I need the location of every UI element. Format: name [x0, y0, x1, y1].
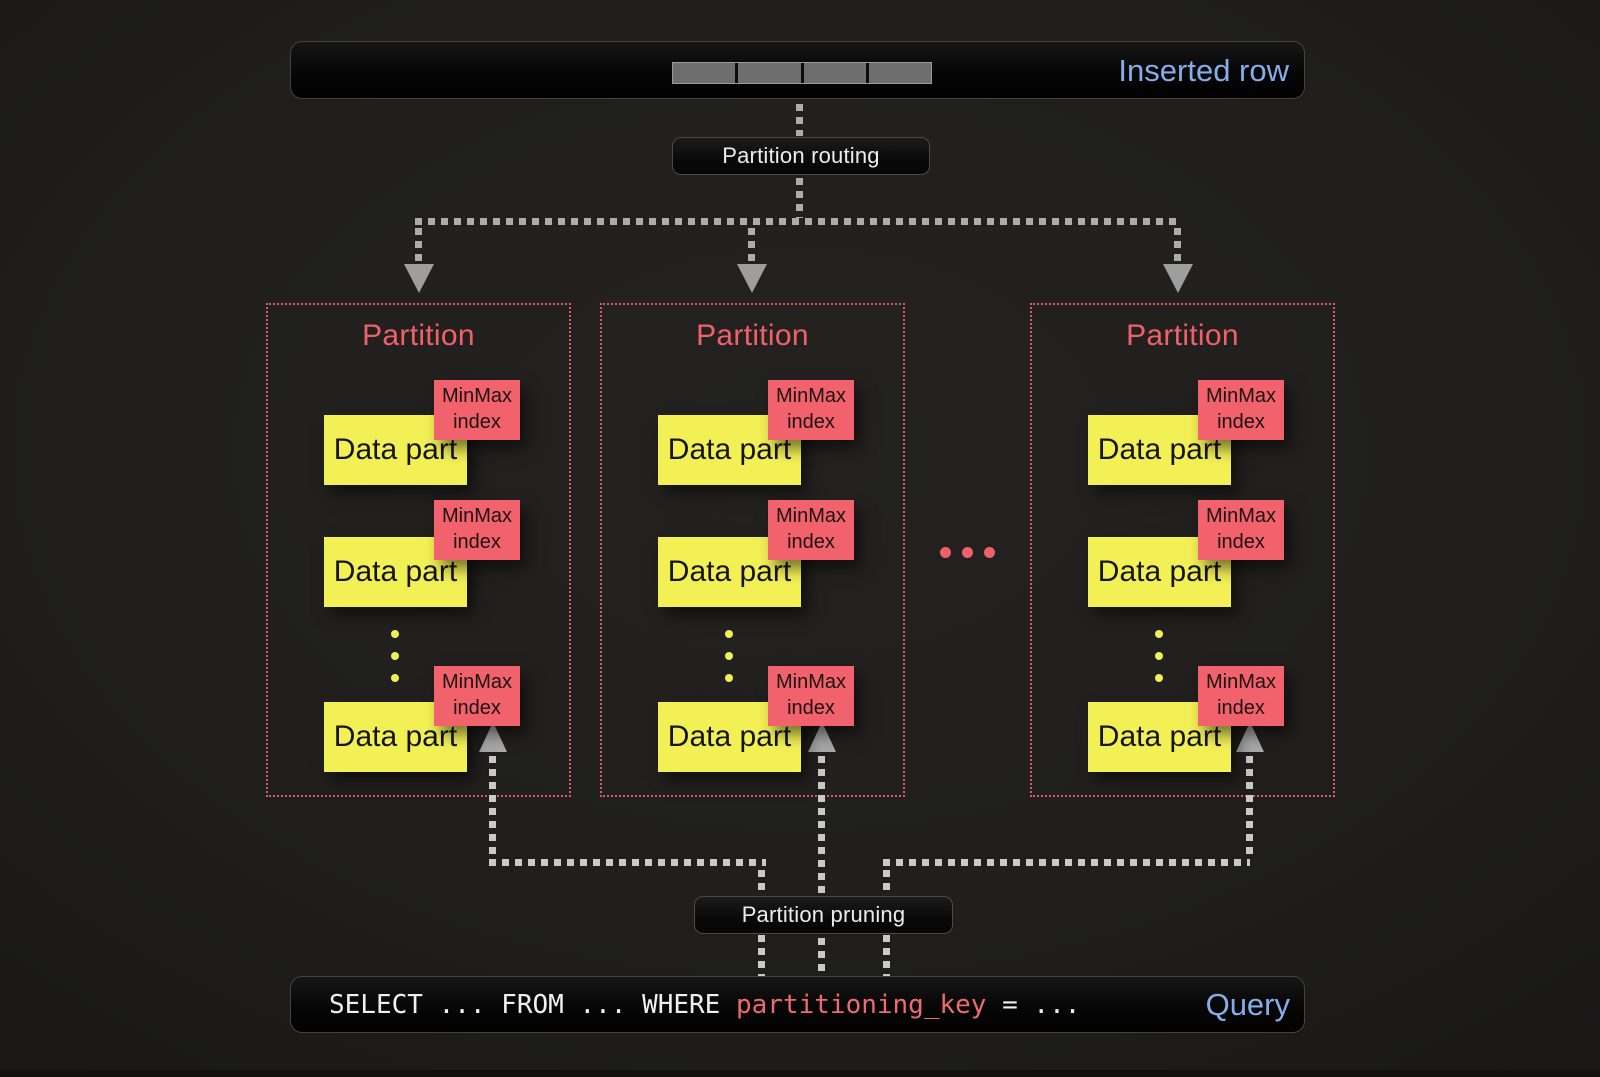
pruning-line-left-vertical: [489, 756, 496, 860]
partition-separator-ellipsis: [940, 547, 995, 558]
arrow-down-icon: [404, 264, 434, 293]
arrow-up-icon: [479, 722, 507, 752]
query-text: SELECT ... FROM ... WHERE partitioning_k…: [329, 990, 1080, 1020]
minmax-index-tag: MinMax index: [434, 500, 520, 560]
data-part-box: Data part: [324, 702, 467, 772]
minmax-index-tag: MinMax index: [768, 500, 854, 560]
partition-box-1: Partition MinMax index Data part MinMax …: [266, 303, 571, 797]
bottom-edge-strip: [0, 1070, 1600, 1077]
partition-pruning-label: Partition pruning: [694, 896, 953, 934]
minmax-index-tag: MinMax index: [768, 380, 854, 440]
data-part-box: Data part: [324, 537, 467, 607]
ellipsis-dot: [1155, 674, 1163, 682]
minmax-index-tag: MinMax index: [768, 666, 854, 726]
ellipsis-dot: [391, 652, 399, 660]
routing-feed-line-2: [796, 178, 803, 218]
arrow-down-icon: [737, 264, 767, 293]
more-parts-ellipsis: [391, 630, 399, 682]
arrow-up-icon: [1236, 722, 1264, 752]
ellipsis-dot: [940, 547, 951, 558]
ellipsis-dot: [962, 547, 973, 558]
partition-routing-label: Partition routing: [672, 137, 930, 175]
minmax-index-tag: MinMax index: [1198, 500, 1284, 560]
routing-drop-left: [415, 228, 422, 262]
partition-box-3: Partition MinMax index Data part MinMax …: [1030, 303, 1335, 797]
data-part-box: Data part: [1088, 702, 1231, 772]
query-panel: SELECT ... FROM ... WHERE partitioning_k…: [290, 976, 1305, 1033]
partition-box-2: Partition MinMax index Data part MinMax …: [600, 303, 905, 797]
ellipsis-dot: [984, 547, 995, 558]
minmax-index-tag: MinMax index: [434, 666, 520, 726]
inserted-row-cells: [672, 62, 932, 84]
pruning-line-middle: [818, 756, 825, 976]
routing-drop-middle: [748, 228, 755, 262]
partition-title: Partition: [1126, 319, 1239, 352]
ellipsis-dot: [725, 652, 733, 660]
routing-drop-right: [1174, 228, 1181, 262]
routing-branch-line: [415, 218, 1182, 225]
minmax-index-tag: MinMax index: [1198, 666, 1284, 726]
pruning-line-right-vertical: [1246, 756, 1253, 860]
data-part-box: Data part: [1088, 537, 1231, 607]
inserted-row-panel: Inserted row: [290, 41, 1305, 99]
row-cell: [800, 63, 866, 83]
row-cell: [673, 63, 736, 83]
ellipsis-dot: [725, 674, 733, 682]
row-cell: [865, 63, 931, 83]
inserted-row-label: Inserted row: [1118, 53, 1289, 88]
arrow-up-icon: [808, 722, 836, 752]
query-text-before: SELECT ... FROM ... WHERE: [329, 989, 736, 1020]
query-partitioning-key: partitioning_key: [736, 989, 987, 1020]
routing-feed-line: [796, 104, 803, 136]
arrow-down-icon: [1163, 264, 1193, 293]
minmax-index-tag: MinMax index: [1198, 380, 1284, 440]
query-text-after: = ...: [986, 989, 1081, 1020]
more-parts-ellipsis: [1155, 630, 1163, 682]
partition-title: Partition: [696, 319, 809, 352]
ellipsis-dot: [391, 630, 399, 638]
pruning-line-left-horizontal: [489, 859, 766, 866]
row-cell: [735, 63, 801, 83]
ellipsis-dot: [1155, 630, 1163, 638]
minmax-index-tag: MinMax index: [434, 380, 520, 440]
query-label: Query: [1205, 986, 1290, 1022]
more-parts-ellipsis: [725, 630, 733, 682]
ellipsis-dot: [725, 630, 733, 638]
ellipsis-dot: [1155, 652, 1163, 660]
partition-title: Partition: [362, 319, 475, 352]
pruning-line-right-horizontal: [883, 859, 1250, 866]
ellipsis-dot: [391, 674, 399, 682]
